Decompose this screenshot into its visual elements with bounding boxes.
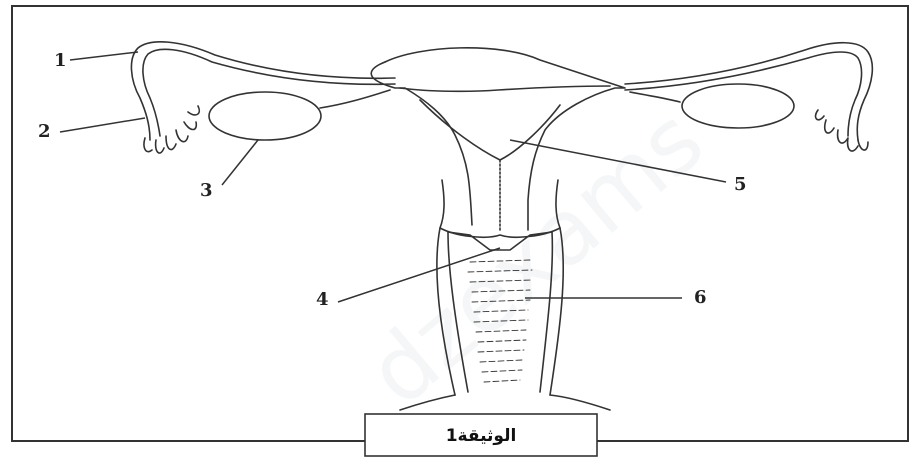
label-1: 1	[54, 50, 67, 71]
left-oviduct-outer	[131, 42, 395, 140]
right-fimbriae	[816, 110, 868, 151]
uterine-cavity-inner	[420, 100, 560, 160]
label-5: 5	[734, 174, 747, 195]
leader-line-2	[60, 118, 145, 132]
left-fimbriae	[144, 106, 199, 153]
uterine-cavity-top	[400, 86, 610, 91]
label-4: 4	[316, 289, 329, 310]
uterus-left-wall	[371, 62, 472, 225]
watermark: dzexams	[348, 88, 723, 426]
left-ovary	[209, 92, 321, 140]
label-6: 6	[694, 287, 707, 308]
leader-line-1	[70, 52, 138, 60]
left-ovarian-ligament	[320, 90, 390, 108]
right-ovary	[682, 84, 794, 128]
label-3: 3	[200, 180, 213, 201]
caption-text: الوثيقة1	[446, 426, 517, 446]
label-2: 2	[38, 121, 51, 142]
leader-line-3	[222, 140, 258, 185]
